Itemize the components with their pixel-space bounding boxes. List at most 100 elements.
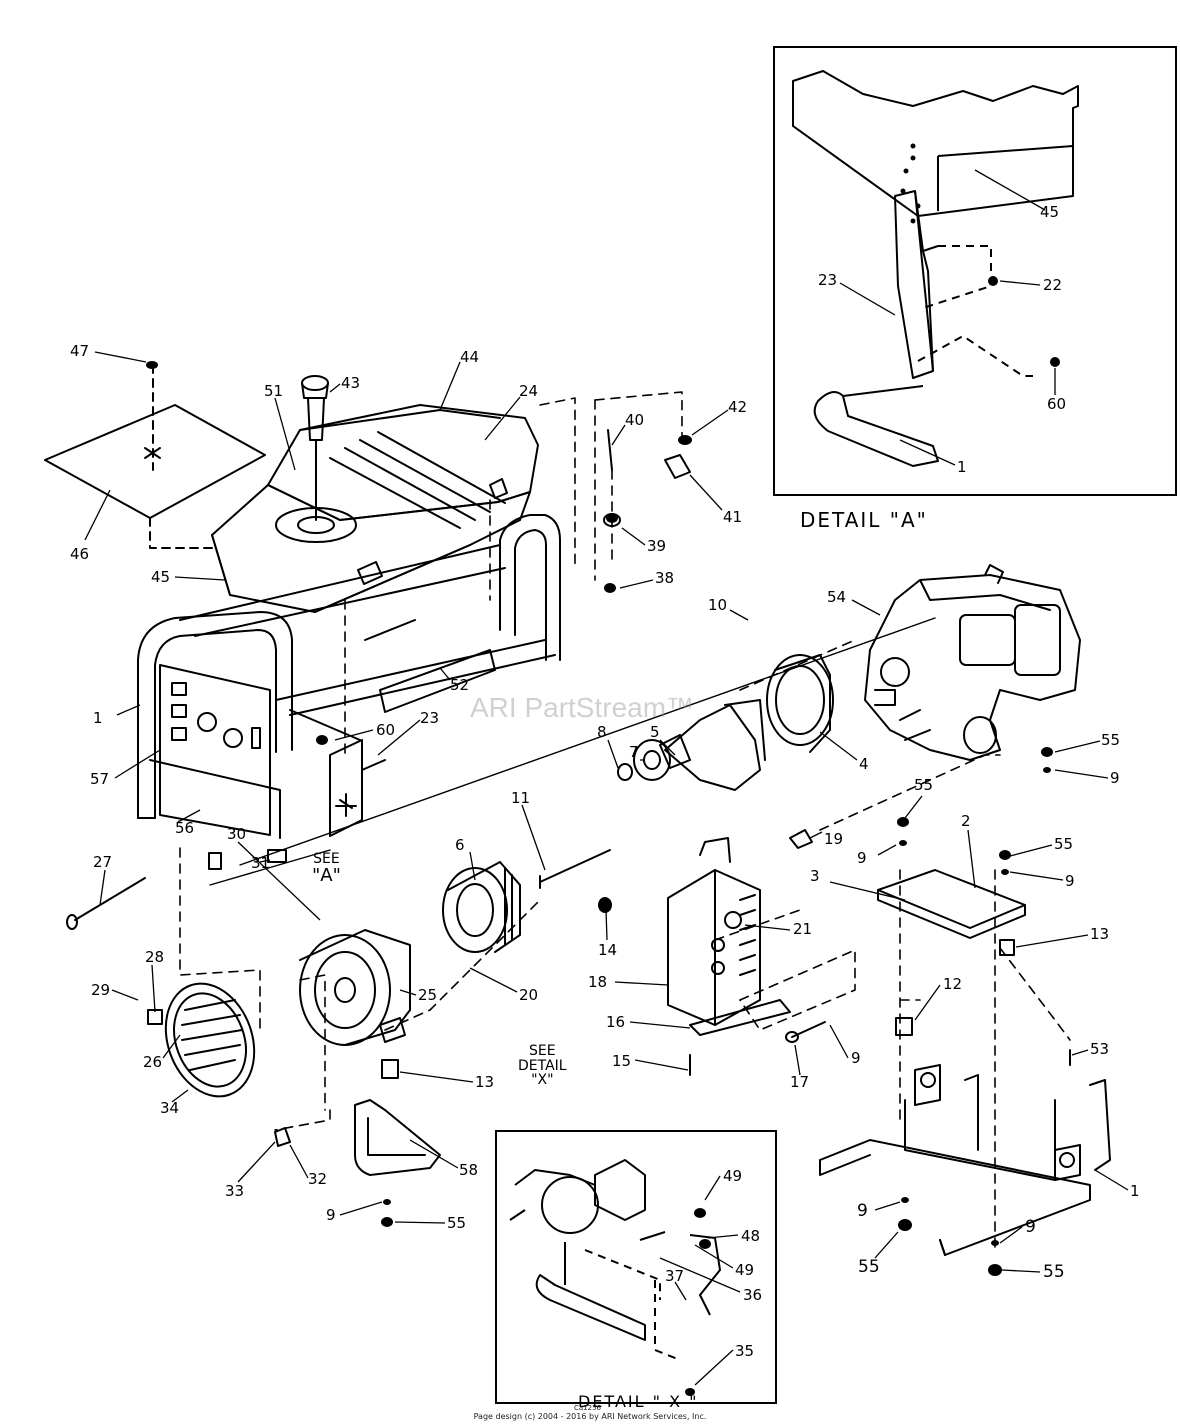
callout-23: 23 [420,709,440,727]
callout-13-a: 13 [1090,925,1110,943]
callout-3: 3 [810,867,820,885]
callout-1-detail: 1 [957,458,967,476]
callout-16: 16 [606,1013,626,1031]
callout-25: 25 [418,986,438,1004]
see-a-line1: SEE [313,851,340,867]
callout-47: 47 [70,342,90,360]
callout-28: 28 [145,948,165,966]
callout-53: 53 [1090,1040,1110,1058]
see-x-line2: DETAIL [518,1057,567,1074]
callout-49-a: 49 [723,1167,743,1185]
see-detail-x-note: SEE DETAIL "X" [518,1044,567,1088]
fuel-gauge-part [301,375,329,521]
muffler-part [667,837,761,1026]
callout-55-d: 55 [447,1214,467,1232]
access-panel-part [44,364,266,549]
callout-44: 44 [460,348,480,366]
callout-49-b: 49 [735,1261,755,1279]
callout-54: 54 [827,588,847,606]
see-detail-a-note: SEE "A" [312,852,341,886]
callout-9-e: 9 [326,1206,336,1224]
page-footer: Page design (c) 2004 - 2016 by ARI Netwo… [473,1412,707,1421]
callout-42: 42 [728,398,748,416]
bracket-part [329,619,496,837]
callout-9-a: 9 [1110,769,1120,787]
detail-a-title: DETAIL "A" [800,508,928,532]
callout-15: 15 [612,1052,632,1070]
callout-43: 43 [341,374,361,392]
foot-bracket-part [354,1099,441,1176]
callout-55-b: 55 [914,776,934,794]
hardware-parts [146,276,1060,1396]
fuel-tank-part [211,404,539,613]
callout-36: 36 [743,1286,763,1304]
detail-a-drawing [792,70,1079,467]
callout-29: 29 [91,981,111,999]
callout-32: 32 [308,1170,328,1188]
callout-4: 4 [859,755,869,773]
callout-27: 27 [93,853,113,871]
callout-26: 26 [143,1053,163,1071]
detail-a-box [773,46,1177,496]
callout-55-f: 55 [1043,1262,1065,1282]
callout-58: 58 [459,1161,479,1179]
callout-35: 35 [735,1342,755,1360]
callout-9-f: 9 [857,1201,868,1221]
bolt-27-part [66,877,146,930]
leader-lines [179,391,1071,1251]
end-cover-part [164,982,256,1098]
callout-11: 11 [511,789,531,807]
callout-55-a: 55 [1101,731,1121,749]
rear-bearing-carrier-part [299,929,411,1046]
base-frame-part [819,1064,1111,1256]
callout-33: 33 [225,1182,245,1200]
callout-60: 60 [376,721,396,739]
detail-x-drawing [509,1159,721,1361]
callout-14: 14 [598,941,618,959]
detail-x-box [495,1130,777,1404]
see-a-line2: "A" [312,864,341,886]
through-bolt-part [539,849,611,883]
main-frame-part [137,514,561,819]
callout-20: 20 [519,986,539,1004]
detail-x-title: DETAIL " X " [578,1392,699,1411]
callout-45: 45 [151,568,171,586]
rotor-part [659,699,766,791]
callout-8: 8 [597,723,607,741]
control-panel-part [149,664,281,839]
callout-13-b: 13 [475,1073,495,1091]
callout-21: 21 [793,920,813,938]
callout-10: 10 [708,596,728,614]
callout-7: 7 [629,743,639,761]
callout-55-c: 55 [1054,835,1074,853]
callout-39: 39 [647,537,667,555]
vibration-mount-part [381,939,1015,1079]
engine-part [864,564,1081,761]
callout-9-b: 9 [857,849,867,867]
muffler-bracket-part [689,999,791,1036]
callout-40: 40 [625,411,645,429]
stator-part [442,861,521,953]
small-parts [147,429,1071,1147]
callout-48: 48 [741,1227,761,1245]
callout-34: 34 [160,1099,180,1117]
callout-41: 41 [723,508,743,526]
callout-38: 38 [655,569,675,587]
callout-1-left: 1 [93,709,103,727]
callout-12: 12 [943,975,963,993]
callout-6: 6 [455,836,465,854]
see-x-line3: "X" [531,1072,554,1089]
callout-30: 30 [227,825,247,843]
callout-22: 22 [1043,276,1063,294]
callout-57: 57 [90,770,110,788]
callout-45-detail: 45 [1040,203,1060,221]
see-x-line1: SEE [529,1043,556,1059]
callout-9-d: 9 [851,1049,861,1067]
callout-23-detail: 23 [818,271,838,289]
callout-18: 18 [588,973,608,991]
callout-55-e: 55 [858,1257,880,1277]
callout-9-g: 9 [1025,1217,1036,1237]
callout-24: 24 [519,382,539,400]
